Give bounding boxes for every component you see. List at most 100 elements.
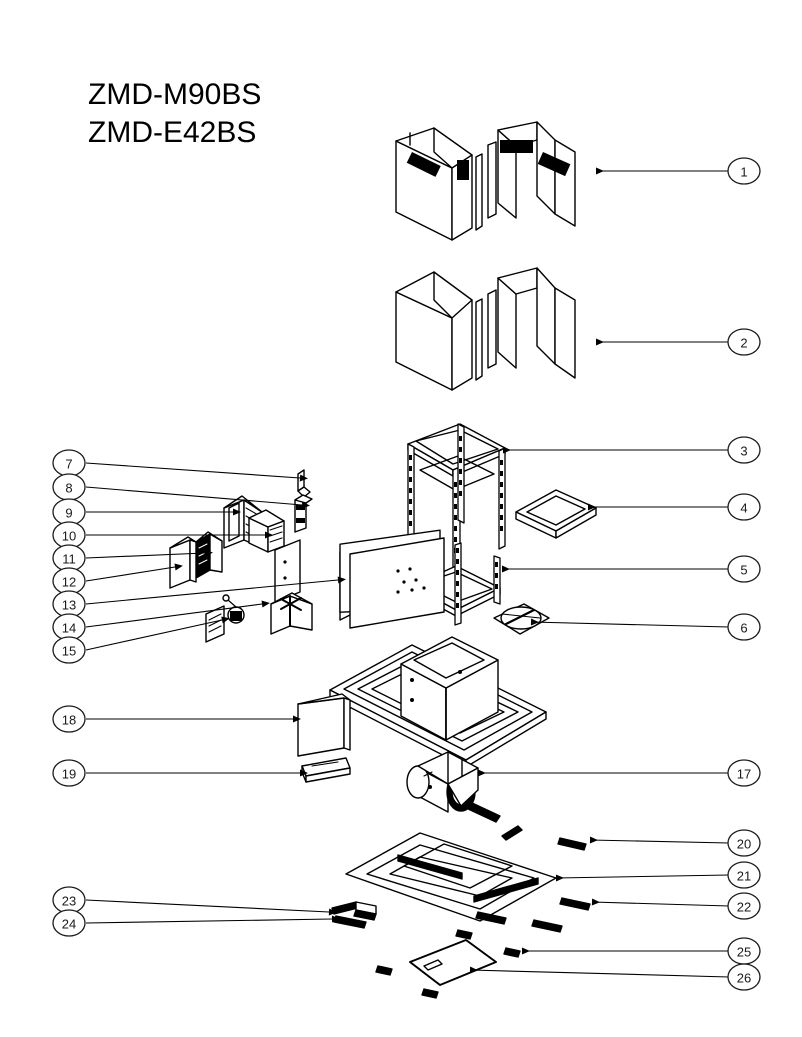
part-upper-chimney-cover <box>395 121 576 241</box>
callout-number: 2 <box>740 336 747 351</box>
leader-8 <box>85 486 310 509</box>
part-handle-bracket <box>331 901 377 921</box>
callout-circle <box>52 705 86 733</box>
callout-17[interactable]: 17 <box>727 759 761 787</box>
callout-25[interactable]: 25 <box>727 937 761 965</box>
callout-number: 4 <box>740 501 747 516</box>
part-upper-support-frame <box>407 423 506 573</box>
callout-number: 21 <box>737 869 751 884</box>
callout-number: 25 <box>737 945 751 960</box>
callout-5[interactable]: 5 <box>727 555 761 583</box>
part-capacitor-box <box>270 592 313 635</box>
callout-number: 18 <box>62 713 76 728</box>
callout-4[interactable]: 4 <box>727 493 761 521</box>
callout-10[interactable]: 10 <box>52 521 86 549</box>
callout-3[interactable]: 3 <box>727 436 761 464</box>
callout-circle <box>52 759 86 787</box>
part-cord-strain-relief <box>294 494 313 533</box>
callout-24[interactable]: 24 <box>52 909 86 937</box>
callout-number: 5 <box>740 563 747 578</box>
part-baffle-panel <box>297 693 351 757</box>
leader-24 <box>85 915 340 924</box>
part-control-board <box>274 529 445 629</box>
leader-11 <box>85 549 213 559</box>
callout-number: 7 <box>65 457 72 472</box>
callout-number: 22 <box>737 900 751 915</box>
callout-circle <box>727 157 761 185</box>
leader-13 <box>85 576 346 605</box>
callout-number: 17 <box>737 767 751 782</box>
part-square-flange-ring <box>515 489 597 539</box>
callout-8[interactable]: 8 <box>52 473 86 501</box>
part-main-hood-body <box>329 636 547 768</box>
leader-6 <box>530 618 730 628</box>
callout-2[interactable]: 2 <box>727 328 761 356</box>
callout-9[interactable]: 9 <box>52 498 86 526</box>
callout-number: 11 <box>62 552 76 567</box>
callout-number: 8 <box>65 481 72 496</box>
leader-23 <box>85 899 337 916</box>
callout-number: 1 <box>740 165 747 180</box>
callout-circle <box>727 328 761 356</box>
title-line-2: ZMD-E42BS <box>88 116 257 149</box>
callout-circle <box>727 555 761 583</box>
callout-number: 3 <box>740 444 747 459</box>
leader-lines-group <box>85 167 730 978</box>
callout-circle <box>727 861 761 889</box>
part-filter-clip-left <box>557 837 587 851</box>
callout-18[interactable]: 18 <box>52 705 86 733</box>
callout-number: 10 <box>62 529 76 544</box>
part-power-cord-plug <box>297 469 311 498</box>
callout-14[interactable]: 14 <box>52 613 86 641</box>
callout-circle <box>727 829 761 857</box>
leader-7 <box>85 462 308 482</box>
callout-number: 23 <box>62 894 76 909</box>
part-switch-module <box>195 531 223 579</box>
callout-number: 6 <box>740 621 747 636</box>
callout-bubbles-group: 1234567891011121314151718192021222324252… <box>52 157 761 991</box>
part-filter-bar-lower <box>475 911 507 925</box>
callout-number: 15 <box>62 644 76 659</box>
part-mounting-rail <box>301 757 351 783</box>
callout-number: 13 <box>62 598 76 613</box>
part-bottom-cover-panel <box>409 939 497 986</box>
callout-circle <box>727 963 761 991</box>
callout-26[interactable]: 26 <box>727 963 761 991</box>
page-title: ZMD-M90BS ZMD-E42BS <box>88 76 261 152</box>
part-lower-chimney-cover <box>395 267 576 391</box>
callout-number: 19 <box>62 767 76 782</box>
callout-15[interactable]: 15 <box>52 636 86 664</box>
part-geometry-group <box>169 121 597 999</box>
callout-circle <box>727 759 761 787</box>
callout-20[interactable]: 20 <box>727 829 761 857</box>
callout-number: 24 <box>62 917 76 932</box>
callout-11[interactable]: 11 <box>52 544 86 572</box>
callout-12[interactable]: 12 <box>52 567 86 595</box>
callout-circle <box>727 613 761 641</box>
callout-1[interactable]: 1 <box>727 157 761 185</box>
callout-23[interactable]: 23 <box>52 886 86 914</box>
callout-circle <box>727 436 761 464</box>
callout-number: 26 <box>737 971 751 986</box>
part-connector-housing <box>248 509 285 553</box>
callout-19[interactable]: 19 <box>52 759 86 787</box>
callout-number: 9 <box>65 506 72 521</box>
callout-13[interactable]: 13 <box>52 590 86 618</box>
callout-22[interactable]: 22 <box>727 892 761 920</box>
callout-7[interactable]: 7 <box>52 449 86 477</box>
callout-circle <box>727 892 761 920</box>
callout-21[interactable]: 21 <box>727 861 761 889</box>
callout-circle <box>727 493 761 521</box>
leader-15 <box>85 616 230 651</box>
part-filter-clip-right <box>559 897 591 911</box>
leader-14 <box>85 600 270 628</box>
callout-circle <box>52 909 86 937</box>
leader-20 <box>589 836 730 844</box>
callout-number: 20 <box>737 837 751 852</box>
callout-circle <box>52 636 86 664</box>
part-grease-filter-frame <box>345 832 557 922</box>
callout-6[interactable]: 6 <box>727 613 761 641</box>
part-blower-motor-assembly <box>406 751 501 823</box>
title-line-1: ZMD-M90BS <box>88 78 262 111</box>
